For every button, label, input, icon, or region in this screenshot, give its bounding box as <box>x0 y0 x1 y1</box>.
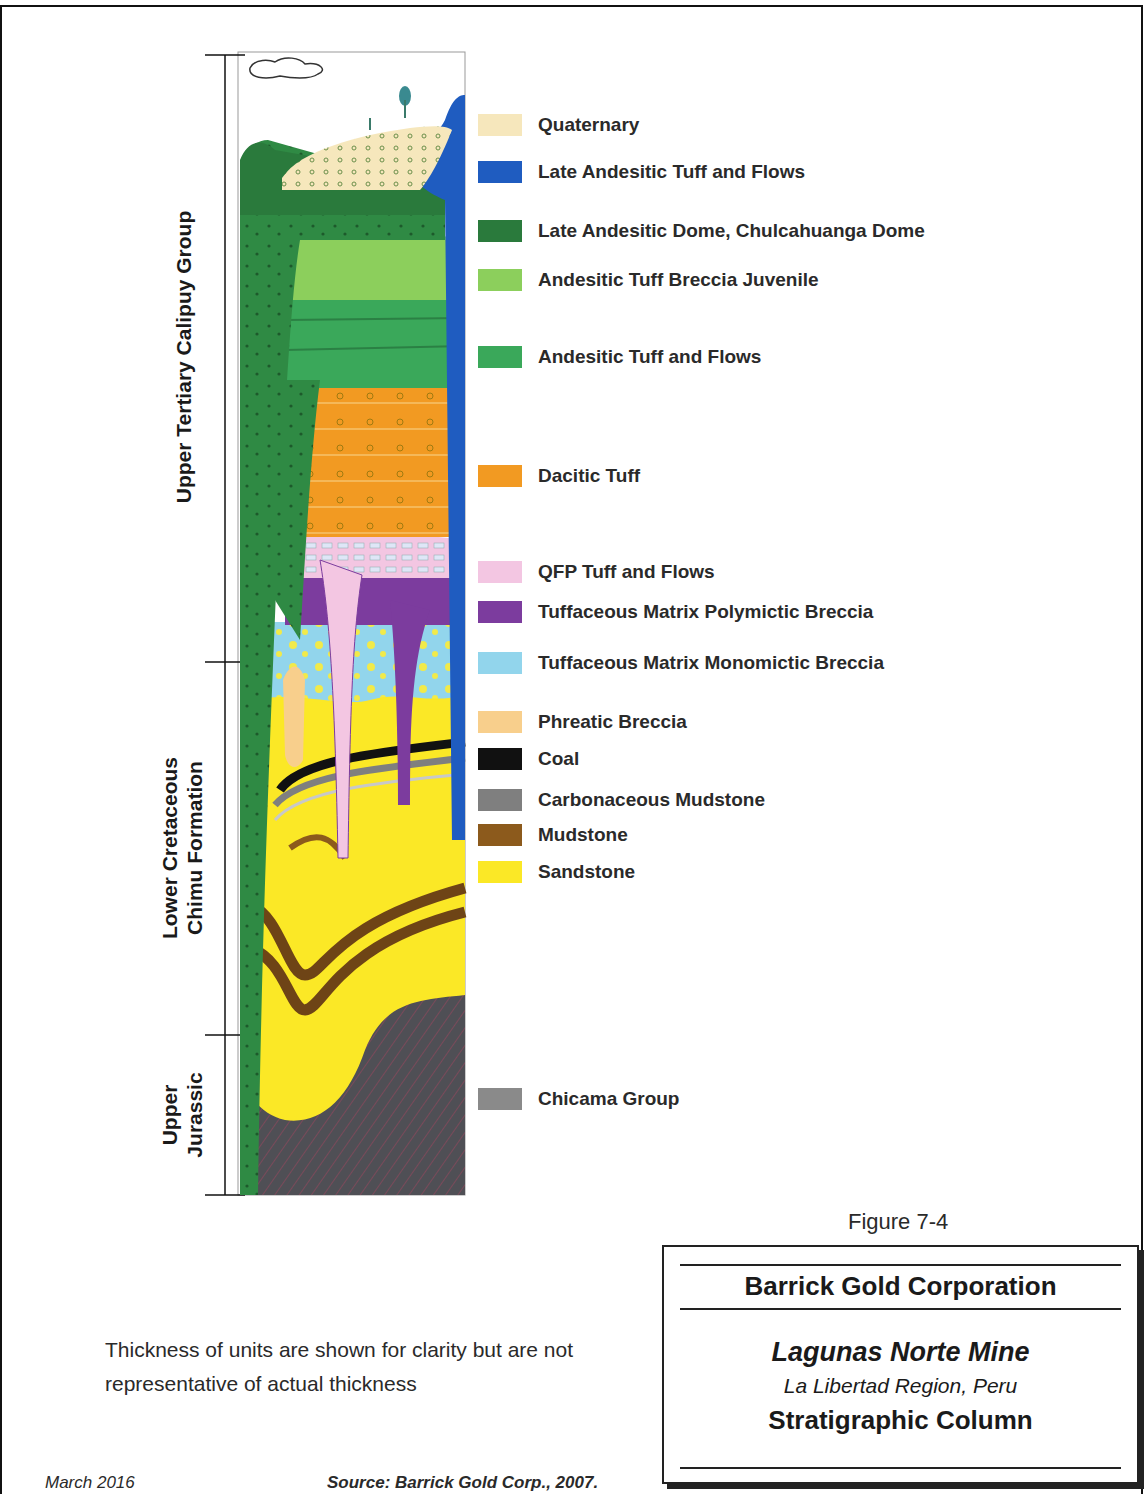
legend-text: Andesitic Tuff Breccia Juvenile <box>538 269 819 291</box>
legend-swatch <box>478 711 522 733</box>
legend-text: Sandstone <box>538 861 635 883</box>
legend-text: Chicama Group <box>538 1088 679 1110</box>
legend-swatch <box>478 465 522 487</box>
legend-text: Andesitic Tuff and Flows <box>538 346 761 368</box>
legend-swatch <box>478 346 522 368</box>
figure-number: Figure 7-4 <box>848 1209 948 1235</box>
legend-text: Late Andesitic Tuff and Flows <box>538 161 805 183</box>
legend-swatch <box>478 652 522 674</box>
legend-text: Coal <box>538 748 579 770</box>
rule-line <box>680 1264 1121 1266</box>
title-block: Barrick Gold CorporationLagunas Norte Mi… <box>662 1245 1139 1484</box>
legend-text: Tuffaceous Matrix Monomictic Breccia <box>538 652 884 674</box>
legend-text: Dacitic Tuff <box>538 465 640 487</box>
title-text: La Libertad Region, Peru <box>664 1373 1137 1398</box>
date-text: March 2016 <box>45 1473 135 1493</box>
legend-swatch <box>478 789 522 811</box>
note-text: Thickness of units are shown for clarity… <box>105 1333 575 1401</box>
formation-label: Lower Cretaceous Chimu Formation <box>157 756 207 941</box>
legend-text: Quaternary <box>538 114 639 136</box>
legend-text: Carbonaceous Mudstone <box>538 789 765 811</box>
legend-swatch <box>478 861 522 883</box>
legend-text: Tuffaceous Matrix Polymictic Breccia <box>538 601 873 623</box>
legend-swatch <box>478 269 522 291</box>
legend-text: Late Andesitic Dome, Chulcahuanga Dome <box>538 220 925 242</box>
legend-swatch <box>478 824 522 846</box>
title-text: Barrick Gold Corporation <box>664 1271 1137 1301</box>
legend-swatch <box>478 1088 522 1110</box>
legend-swatch <box>478 220 522 242</box>
legend-swatch <box>478 601 522 623</box>
source-text: Source: Barrick Gold Corp., 2007. <box>327 1473 598 1493</box>
legend-swatch <box>478 114 522 136</box>
era-label: Upper Jurassic <box>157 1068 207 1163</box>
title-text: Lagunas Norte Mine <box>664 1337 1137 1368</box>
rule-line <box>680 1308 1121 1310</box>
legend-text: QFP Tuff and Flows <box>538 561 715 583</box>
legend-swatch <box>478 561 522 583</box>
legend-swatch <box>478 161 522 183</box>
era-label: Upper Tertiary Calipuy Group <box>171 47 196 667</box>
title-text: Stratigraphic Column <box>664 1405 1137 1435</box>
legend-text: Mudstone <box>538 824 628 846</box>
legend-swatch <box>478 748 522 770</box>
rule-line <box>680 1467 1121 1469</box>
legend-text: Phreatic Breccia <box>538 711 687 733</box>
